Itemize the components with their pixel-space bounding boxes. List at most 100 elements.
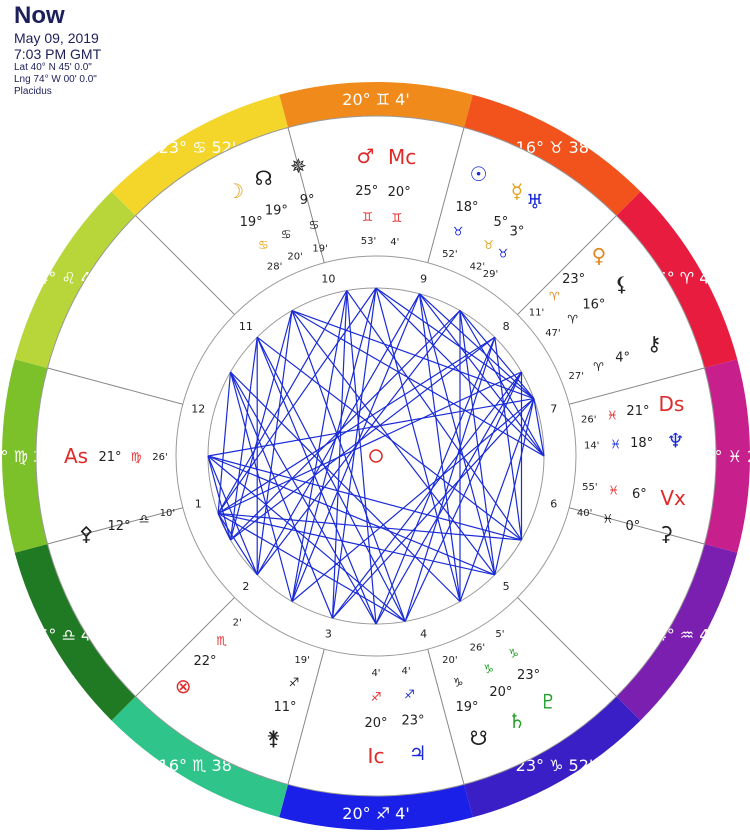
ceres-sign: ♓ bbox=[602, 512, 613, 526]
house-number: 6 bbox=[550, 498, 557, 511]
north-node-minute: 20' bbox=[287, 252, 302, 263]
uranus-minute: 29' bbox=[483, 269, 498, 280]
chiron-glyph: ⚷ bbox=[647, 332, 662, 356]
zodiac-label: 20° ♊ 4' bbox=[342, 90, 409, 109]
house-cusp-line bbox=[135, 215, 235, 315]
zodiac-label: 16° ♏ 38' bbox=[159, 756, 237, 775]
house-cusp-line bbox=[569, 367, 705, 405]
north-node-sign: ♋ bbox=[281, 227, 292, 241]
house-cusp-line bbox=[427, 649, 465, 785]
ascendant-sign: ♍ bbox=[131, 450, 142, 464]
mars-glyph: ♂ bbox=[357, 144, 375, 168]
chiron-degree: 4° bbox=[615, 350, 630, 365]
house-number: 1 bbox=[195, 498, 202, 511]
aspect-line bbox=[217, 336, 496, 514]
aspect-line bbox=[291, 309, 545, 457]
mars-minute: 53' bbox=[361, 236, 376, 247]
vertex-glyph: Vx bbox=[660, 486, 686, 510]
zodiac-sector bbox=[111, 696, 289, 818]
zodiac-sector bbox=[704, 359, 750, 553]
house-cusp-line bbox=[287, 649, 325, 785]
sun-sign: ♉ bbox=[453, 224, 464, 238]
house-number: 12 bbox=[191, 402, 205, 415]
house-number: 7 bbox=[550, 402, 557, 415]
imum-coeli-glyph: Ic bbox=[368, 744, 385, 768]
neptune-degree: 18° bbox=[630, 436, 653, 451]
pallas-minute: 10' bbox=[160, 508, 175, 519]
moon-minute: 28' bbox=[267, 261, 282, 272]
north-node-degree: 19° bbox=[265, 203, 288, 218]
imum-coeli-minute: 4' bbox=[371, 668, 380, 679]
saturn-glyph: ♄ bbox=[508, 709, 526, 733]
chiron-star-sign: ♋ bbox=[309, 218, 320, 232]
sun-minute: 52' bbox=[442, 249, 457, 260]
sun-glyph: ☉ bbox=[470, 162, 488, 186]
aspect-line bbox=[375, 371, 523, 625]
aspect-line bbox=[375, 336, 496, 625]
uranus-sign: ♉ bbox=[498, 246, 509, 260]
pallas-degree: 12° bbox=[108, 519, 131, 534]
neptune-sign: ♓ bbox=[610, 437, 621, 451]
saturn-degree: 20° bbox=[489, 685, 512, 700]
aspect-line bbox=[331, 290, 348, 619]
venus-sign: ♈ bbox=[549, 289, 560, 303]
descendant-glyph: Ds bbox=[659, 392, 685, 416]
zodiac-sector bbox=[279, 784, 473, 831]
aspect-line bbox=[217, 512, 406, 622]
jupiter-minute: 4' bbox=[401, 666, 410, 677]
midheaven-sign: ♊ bbox=[392, 211, 403, 225]
zodiac-sector bbox=[463, 94, 641, 216]
aspect-line bbox=[256, 310, 461, 576]
aspect-line bbox=[229, 337, 258, 541]
pluto-glyph: ♇ bbox=[539, 690, 557, 714]
lilith-degree: 16° bbox=[582, 297, 605, 312]
imum-coeli-degree: 20° bbox=[364, 716, 387, 731]
aspect-line bbox=[459, 310, 496, 575]
aspect-line bbox=[291, 398, 535, 602]
aspect-line bbox=[494, 398, 535, 575]
vertex-degree: 6° bbox=[632, 487, 647, 502]
juno-minute: 19' bbox=[294, 655, 309, 666]
zodiac-sector bbox=[111, 94, 289, 216]
zodiac-label: 23° ♑ 52' bbox=[516, 756, 594, 775]
chiron-star-glyph: ✵ bbox=[290, 154, 307, 178]
vertex-sign: ♓ bbox=[608, 483, 619, 497]
aspect-line bbox=[404, 337, 496, 622]
aspect-line bbox=[494, 337, 523, 541]
aspect-line bbox=[217, 287, 377, 514]
ceres-minute: 40' bbox=[577, 508, 592, 519]
aspect-line bbox=[418, 293, 496, 575]
aspect-line bbox=[533, 398, 545, 457]
part-of-fortune-degree: 22° bbox=[193, 654, 216, 669]
house-cusp-line bbox=[517, 597, 617, 697]
house-cusp-line bbox=[47, 507, 183, 545]
aspect-line bbox=[459, 310, 535, 399]
aspect-line bbox=[291, 287, 377, 602]
pluto-minute: 5' bbox=[495, 629, 504, 640]
ceres-degree: 0° bbox=[626, 519, 641, 534]
chiron-sign: ♈ bbox=[593, 360, 604, 374]
aspect-line bbox=[217, 290, 348, 514]
lilith-minute: 47' bbox=[545, 328, 560, 339]
zodiac-sector bbox=[616, 543, 738, 721]
south-node-degree: 19° bbox=[455, 700, 478, 715]
house-number: 9 bbox=[420, 272, 427, 285]
chart-time: 7:03 PM GMT bbox=[14, 46, 102, 62]
mars-degree: 25° bbox=[355, 184, 378, 199]
pluto-sign: ♑ bbox=[508, 647, 519, 661]
moon-degree: 19° bbox=[240, 215, 263, 230]
south-node-minute: 20' bbox=[442, 655, 457, 666]
midheaven-degree: 20° bbox=[388, 185, 411, 200]
descendant-minute: 26' bbox=[581, 414, 596, 425]
lilith-sign: ♈ bbox=[567, 312, 578, 326]
house-number-ring bbox=[175, 255, 577, 657]
aspect-line bbox=[217, 371, 232, 514]
house-number: 2 bbox=[242, 580, 249, 593]
jupiter-degree: 23° bbox=[401, 713, 424, 728]
aspect-line bbox=[229, 371, 293, 602]
jupiter-glyph: ♃ bbox=[409, 741, 427, 765]
saturn-minute: 26' bbox=[470, 643, 485, 654]
aspect-line bbox=[291, 309, 535, 400]
zodiac-sector bbox=[1, 359, 48, 553]
mercury-degree: 5° bbox=[493, 215, 508, 230]
